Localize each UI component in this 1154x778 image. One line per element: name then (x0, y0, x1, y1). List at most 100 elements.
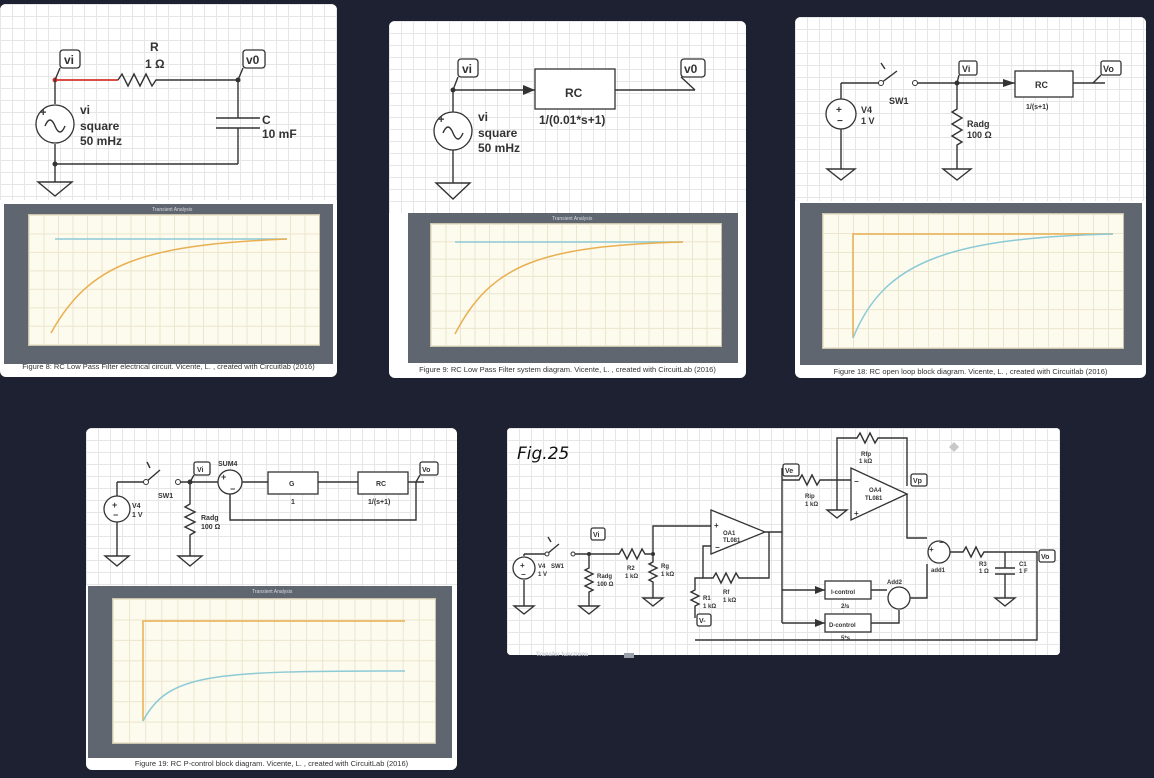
fig19-radg-name: Radg (201, 515, 219, 522)
fig25-opamp-oa4 (850, 466, 909, 522)
fig25-r1-value: 1 kΩ (703, 604, 716, 610)
fig8-r-name: R (150, 40, 159, 54)
fig8-v0-tag (237, 49, 266, 81)
fig9-vi-tag-text: vi (462, 62, 472, 76)
fig25-oa4-part: TL081 (865, 496, 883, 502)
svg-text:+: + (112, 500, 117, 510)
fig9-rc-block (534, 68, 616, 110)
fig9-vi-tag (452, 58, 479, 91)
fig25-rf-name: Rf (723, 590, 730, 596)
fig9-caption: Figure 9: RC Low Pass Filter system diag… (419, 365, 716, 374)
svg-text:+: + (221, 472, 226, 482)
fig19-dc-source-icon (103, 495, 131, 523)
fig8-square-source-icon (35, 104, 75, 144)
fig18-schematic: + − Vi Vo SW1 V4 1 V Radg 100 Ω RC 1/(s+… (824, 60, 1122, 181)
fig18-vi-tag (956, 60, 978, 84)
fig25-dcontrol-tf: 5*s (841, 636, 851, 642)
fig19-input-trace (142, 620, 405, 721)
fig19-switch-contact-right (175, 479, 181, 485)
fig25-vi-tag-text: Vi (593, 532, 600, 539)
fig19-sw-label: SW1 (158, 493, 173, 500)
fig25-r2-value: 1 kΩ (625, 574, 638, 580)
fig8-src-name: vi (80, 103, 90, 117)
fig18-vo-tag-text: Vo (1103, 64, 1114, 74)
fig25-vp-tag (910, 473, 928, 487)
fig8-src-freq: 50 mHz (80, 134, 122, 148)
fig19-ground-icon-2 (176, 555, 204, 567)
fig18-switch-icon (880, 62, 886, 70)
fig19-schematic: + − + − Vi Vo SUM4 SW1 V4 1 V Radg 100 Ω… (103, 461, 439, 567)
fig19-plot-area (112, 598, 436, 744)
fig25-rip-name: Rip (805, 494, 815, 500)
fig19-vo-tag-text: Vo (422, 467, 430, 474)
fig19-switch-icon (146, 461, 151, 469)
fig18-sw-label: SW1 (889, 96, 909, 106)
fig25-control-out-wires (871, 589, 900, 624)
fig8-card: + vi v0 R 1 Ω C 10 mF vi square 50 mHz T… (0, 4, 337, 377)
fig25-rfp-name: Rfp (861, 452, 871, 458)
fig18-dc-source-icon (825, 98, 857, 130)
fig18-resistor-radg (950, 83, 964, 169)
fig18-radg-name: Radg (967, 119, 990, 129)
fig8-plot-title: Transient Analysis (152, 207, 193, 213)
fig9-src-freq: 50 mHz (478, 141, 520, 155)
fig8-c-value: 10 mF (262, 127, 297, 141)
fig25-icontrol-name: I-control (831, 590, 855, 596)
fig25-resistor-r1 (689, 577, 703, 618)
fig25-vminus-tag-text: V- (699, 618, 706, 625)
fig25-resistor-r3 (950, 545, 1005, 559)
fig8-plot-frame: Transient Analysis (4, 204, 333, 364)
fig18-ground-icon-1 (824, 168, 858, 181)
fig8-vi-tag (54, 49, 81, 81)
svg-text:−: − (113, 510, 118, 520)
fig19-vo-tag (415, 461, 439, 483)
fig25-vp-tag-text: Vp (913, 478, 922, 485)
fig9-card: + vi v0 RC 1/(0.01*s+1) vi square 50 mHz… (389, 21, 746, 378)
fig18-vi-tag-text: Vi (962, 64, 970, 74)
fig25-add2-label: Add2 (887, 580, 903, 586)
fig25-resistor-rf (702, 532, 770, 585)
fig25-sw-label: SW1 (551, 564, 565, 570)
fig18-vo-tag (1092, 60, 1122, 84)
fig19-g-name: G (289, 481, 295, 488)
fig25-ground-icon-1 (512, 605, 536, 615)
fig9-ground-icon (434, 182, 472, 200)
fig19-ground-icon-1 (103, 555, 131, 567)
fig8-ground-icon (36, 181, 74, 197)
fig19-radg-value: 100 Ω (201, 524, 221, 531)
fig8-v0-tag-text: v0 (246, 53, 260, 67)
fig25-ground-icon-4 (825, 509, 849, 519)
fig9-src-name: vi (478, 110, 488, 124)
fig25-r3-value: 1 Ω (979, 569, 989, 575)
fig25-c1-value: 1 F (1019, 569, 1028, 575)
fig25-ve-tag-text: Ve (785, 468, 793, 475)
fig25-dcontrol-name: D-control (829, 623, 856, 629)
fig25-rg-name: Rg (661, 564, 669, 570)
fig25-resistor-radg (583, 554, 595, 606)
fig25-opamp-oa1 (710, 509, 767, 555)
fig25-ground-icon-2 (577, 605, 601, 615)
fig25-oa1-part: TL081 (723, 538, 741, 544)
fig25-r2-name: R2 (627, 566, 635, 572)
fig19-schematic-grid (86, 428, 457, 586)
fig18-input-trace (852, 233, 1113, 338)
fig18-src-value: 1 V (861, 116, 875, 126)
fig25-radg-name: Radg (597, 574, 612, 580)
fig9-plot-title: Transient Analysis (552, 216, 593, 222)
fig25-icontrol-tf: 2/s (841, 604, 850, 610)
fig25-vo-tag-text: Vo (1041, 554, 1049, 561)
fig25-switch-icon (547, 536, 552, 543)
fig25-oa4-out-wire (906, 494, 927, 539)
fig9-arrow-icon (523, 85, 535, 95)
fig19-rc-block (357, 471, 409, 495)
fig18-output-trace (852, 233, 1114, 339)
fig18-card: + − Vi Vo SW1 V4 1 V Radg 100 Ω RC 1/(s+… (795, 17, 1146, 378)
fig18-rc-block (1014, 70, 1074, 98)
fig18-ground-icon-2 (940, 168, 974, 181)
fig25-resistor-rfp (836, 431, 908, 486)
fig25-capacitor-c1 (995, 552, 1015, 598)
fig25-feedback-wire (695, 551, 1038, 641)
fig19-g-value: 1 (291, 499, 295, 506)
fig25-handwritten-label: Fig.25 (517, 444, 570, 464)
fig19-src-value: 1 V (132, 512, 143, 519)
